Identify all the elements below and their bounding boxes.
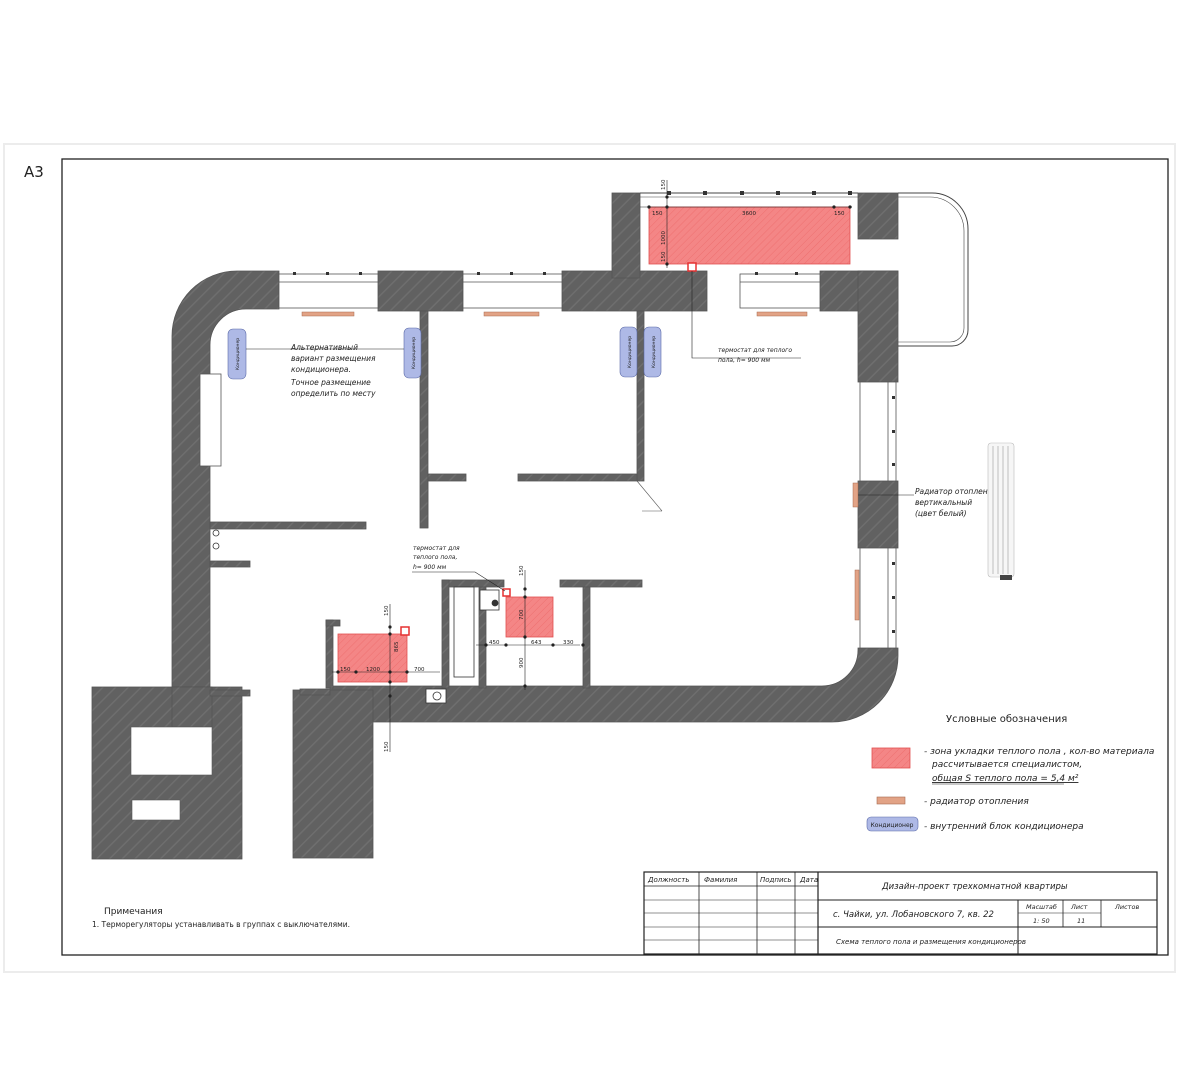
dim-label: 1200	[366, 667, 380, 673]
tb-project-title: Дизайн-проект трехкомнатной квартиры	[881, 882, 1068, 892]
legend-floor-swatch	[871, 747, 911, 769]
dimension-lines	[332, 180, 852, 752]
dim-label: 700	[519, 609, 525, 620]
dim-label: 1000	[661, 231, 667, 245]
svg-text:Кондиционер: Кондиционер	[411, 337, 417, 369]
dim-label: 865	[394, 641, 400, 652]
ac-unit: Кондиционер	[619, 326, 638, 378]
ac-unit: Кондиционер	[403, 327, 422, 379]
legend-ac-swatch	[866, 816, 919, 832]
dim-label: 150	[384, 605, 390, 616]
wall-niche	[131, 799, 181, 821]
dim-label: 700	[414, 667, 425, 673]
heated-floor-zone	[337, 633, 408, 683]
radiator-note: (цвет белый)	[915, 509, 967, 518]
tb-sheets-header: Листов	[1114, 903, 1139, 911]
tb-sheet-value: 11	[1077, 917, 1085, 925]
dim-label: 150	[340, 667, 351, 673]
radiator-note: Радиатор отопления	[915, 487, 998, 496]
tb-drawing-title: Схема теплого пола и размещения кондицио…	[836, 938, 1026, 946]
ac-alt-note: Альтернативный	[290, 343, 358, 352]
thermostat-icon	[400, 626, 410, 636]
legend-floor-text: - зона укладки теплого пола , кол-во мат…	[924, 747, 1154, 757]
legend-floor-total: общая S теплого пола = 5,4 м²	[932, 774, 1079, 784]
radiator-units	[301, 311, 860, 621]
ac-alt-note: Точное размещение	[291, 378, 371, 387]
dim-label: 150	[661, 251, 667, 262]
thermostat-note: термостат для теплого	[718, 347, 792, 354]
windows	[199, 273, 897, 649]
leader-lines	[246, 271, 914, 592]
svg-text:Кондиционер: Кондиционер	[651, 336, 657, 368]
dim-label: 450	[489, 640, 500, 646]
tb-sheet-header: Лист	[1070, 903, 1088, 911]
dim-label: 330	[563, 640, 574, 646]
thermostat-note: термостат для	[413, 545, 460, 552]
thermostat-note: теплого пола,	[413, 554, 457, 561]
dim-label: 3600	[742, 211, 756, 217]
thermostat-icon	[502, 588, 511, 597]
legend-ac-text: - внутренний блок кондиционера	[924, 822, 1084, 832]
title-block	[643, 871, 1158, 955]
heated-floor-zone	[505, 596, 554, 638]
radiator-note: вертикальный	[915, 498, 972, 507]
ac-units: Кондиционер Кондиционер Кондиционер Конд…	[227, 326, 662, 380]
legend-radiator-text: - радиатор отопления	[924, 797, 1029, 807]
thermostat-note: пола, h= 900 мм	[718, 357, 771, 364]
svg-text:Кондиционер: Кондиционер	[627, 336, 633, 368]
ac-unit: Кондиционер	[643, 326, 662, 378]
tb-col-signature: Подпись	[760, 876, 792, 884]
sheet-format-label: A3	[24, 163, 44, 181]
tb-address: с. Чайки, ул. Лобановского 7, кв. 22	[833, 910, 994, 920]
dim-label: 643	[531, 640, 542, 646]
dim-label: 150	[661, 179, 667, 190]
dim-label: 900	[519, 657, 525, 668]
ac-unit: Кондиционер	[227, 328, 247, 380]
balcony-outline	[898, 192, 969, 347]
svg-text:Кондиционер: Кондиционер	[235, 338, 241, 370]
legend-radiator-swatch	[876, 796, 906, 805]
legend-title: Условные обозначения	[946, 714, 1067, 725]
legend: Условные обозначения - зона укладки тепл…	[866, 714, 1154, 832]
notes: Примечания 1. Терморегуляторы устанавлив…	[92, 907, 350, 929]
thermostat-icon	[687, 262, 697, 272]
heated-floor-zone	[648, 206, 851, 265]
ac-alt-note: кондиционера.	[291, 365, 351, 374]
dim-label: 150	[652, 211, 663, 217]
legend-ac-swatch-label: Кондиционер	[871, 822, 914, 829]
drawing-frame	[61, 158, 1169, 956]
vertical-radiator-picture	[987, 442, 1015, 580]
dim-label: 150	[834, 211, 845, 217]
tb-col-surname: Фамилия	[704, 876, 737, 884]
tb-col-position: Должность	[647, 876, 689, 884]
tb-col-date: Дата	[799, 876, 818, 884]
dim-label: 150	[384, 741, 390, 752]
ac-alt-note: вариант размещения	[291, 354, 376, 363]
notes-item: 1. Терморегуляторы устанавливать в групп…	[92, 920, 350, 929]
legend-floor-text: рассчитывается специалистом,	[931, 760, 1082, 770]
thermostat-note: h= 900 мм	[413, 564, 447, 571]
tb-scale-value: 1: 50	[1033, 917, 1050, 925]
tb-scale-header: Масштаб	[1026, 903, 1057, 911]
ac-alt-note: определить по месту	[291, 389, 376, 398]
wall-niche	[130, 726, 213, 776]
plumbing-fixtures	[212, 529, 500, 704]
dim-label: 150	[519, 565, 525, 576]
notes-title: Примечания	[104, 907, 163, 917]
